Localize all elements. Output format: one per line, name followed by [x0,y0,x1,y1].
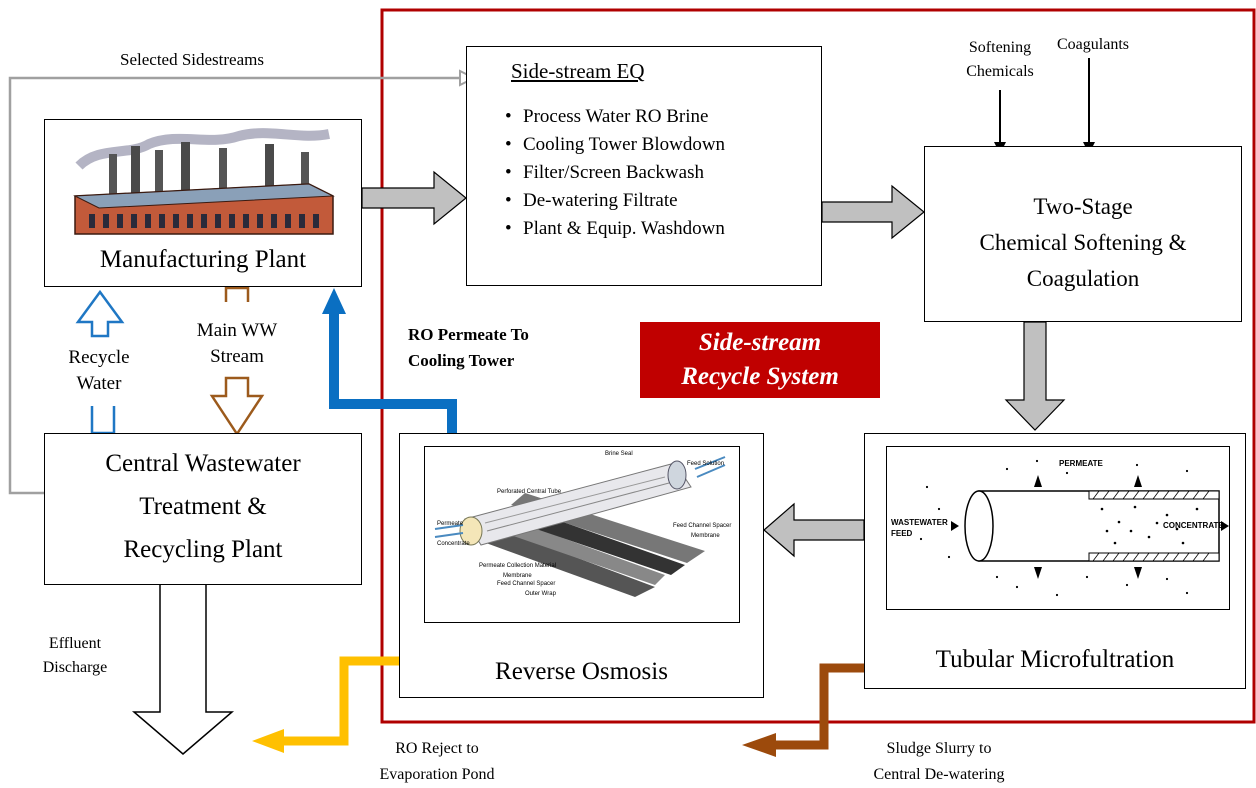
sludge-slurry-arrowhead [742,733,776,757]
ro-reject-arrowhead [252,729,284,753]
list-item: Process Water RO Brine [505,103,725,131]
sidestream-recycle-banner: Side-stream Recycle System [640,322,880,398]
list-item: Filter/Screen Backwash [505,159,725,187]
ro-membrane-image: Brine Seal Feed Solution Perforated Cent… [424,446,740,623]
manufacturing-plant-label: Manufacturing Plant [99,246,307,273]
softening-chemicals-label: Softening Chemicals [966,39,1034,80]
list-item: Cooling Tower Blowdown [505,131,725,159]
mf-tube-image: PERMEATE WASTEWATER FEED CONCENTRATE [886,446,1230,610]
sludge-slurry-label: Sludge Slurry to Central De-watering [873,740,1005,783]
ro-brine-seal: Brine Seal [605,451,633,457]
arrow-mf-to-ro [763,502,865,558]
arrow-softening-to-mf [1004,321,1066,431]
mf-permeate-label: PERMEATE [1059,459,1103,468]
mf-concentrate-label: CONCENTRATE [1163,521,1224,530]
two-stage-softening-box: Two-Stage Chemical Softening & Coagulati… [924,146,1242,322]
central-wastewater-label: Central Wastewater Treatment & Recycling… [105,450,301,563]
sidestream-eq-title: Side-stream EQ [511,59,645,83]
list-item: De-watering Filtrate [505,187,725,215]
ro-permeate-collection: Permeate Collection Material [479,563,557,569]
main-ww-stream-label: Main WW Stream [196,320,278,367]
recycle-water-label: Recycle Water [68,347,130,394]
arrow-manufacturing-to-eq [361,170,467,226]
ro-membrane-2: Membrane [503,573,532,579]
central-wastewater-box: Central Wastewater Treatment & Recycling… [44,433,362,585]
ro-perforated-tube: Perforated Central Tube [497,489,562,495]
mf-tube-illustration [919,459,1229,597]
sidestream-eq-box: Side-stream EQ Process Water RO Brine Co… [466,46,822,286]
ro-concentrate: Concentrate [437,541,470,547]
reverse-osmosis-label: Reverse Osmosis [495,658,668,685]
ro-membrane-illustration [434,456,726,597]
main-ww-arrow [209,376,265,437]
arrow-eq-to-softening [821,184,925,240]
selected-sidestreams-label: Selected Sidestreams [120,50,264,69]
mf-wastewater-feed-label: WASTEWATER FEED [891,518,948,538]
recycle-water-arrow [75,289,125,338]
tubular-mf-label: Tubular Microfultration [935,646,1175,673]
ro-membrane: Membrane [691,533,720,539]
coagulants-label: Coagulants [1057,36,1129,53]
sidestream-list: Process Water RO Brine Cooling Tower Blo… [501,103,725,243]
ro-feed-spacer: Feed Channel Spacer [673,523,732,529]
main-ww-stub [224,286,250,302]
list-item: Plant & Equip. Washdown [505,215,725,243]
sidestream-system-border [380,8,1256,724]
ro-reject-arrow [280,656,426,746]
ro-feed-spacer-2: Feed Channel Spacer [497,581,556,587]
ro-outer-wrap: Outer Wrap [525,591,556,597]
selected-sidestreams-line [8,76,460,495]
banner-text: Side-stream Recycle System [681,329,839,390]
ro-permeate: Permeate [437,521,464,527]
ro-feed-solution: Feed Solution [687,461,725,467]
ro-permeate-label: RO Permeate To Cooling Tower [408,325,529,370]
ro-permeate-arrowhead [322,288,346,314]
two-stage-label: Two-Stage Chemical Softening & Coagulati… [979,194,1187,291]
factory-illustration [73,128,335,235]
sludge-slurry-arrow [772,663,864,750]
effluent-discharge-label: Effluent Discharge [42,635,108,676]
smoke [75,128,330,170]
ro-reject-label: RO Reject to Evaporation Pond [379,740,495,783]
effluent-discharge-arrow [131,583,235,755]
manufacturing-plant-box: Manufacturing Plant [44,119,362,287]
recycle-water-stub [90,406,116,435]
